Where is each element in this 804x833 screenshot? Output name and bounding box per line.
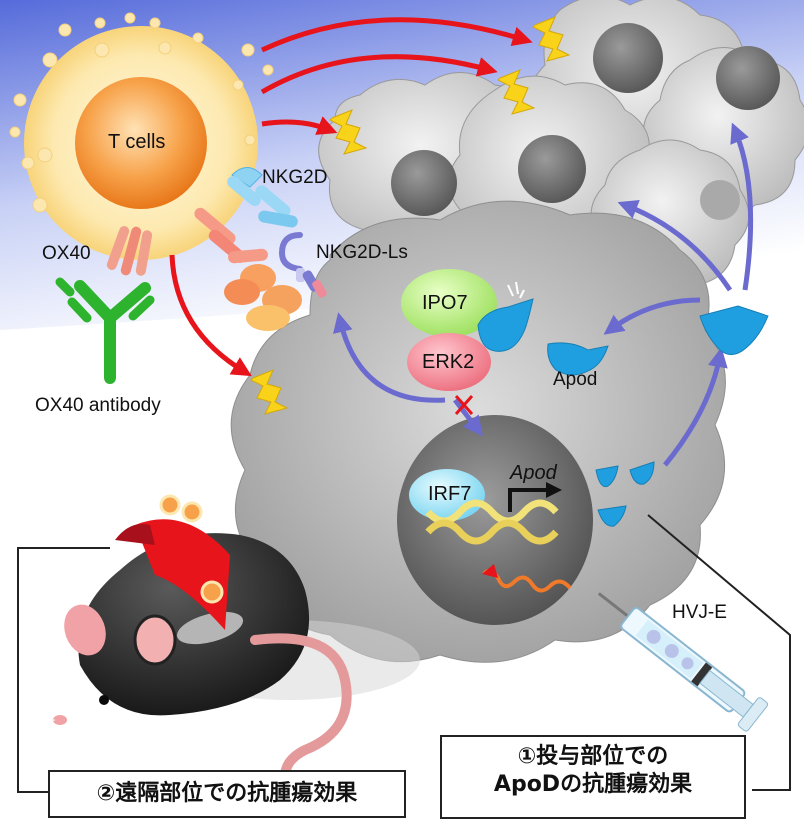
apod-protein-small (629, 461, 655, 485)
gene-arrowhead (546, 482, 562, 498)
apod-to-cell-arrow (617, 199, 733, 292)
signal-arrowhead (482, 564, 498, 578)
mouse (27, 519, 352, 800)
dna-helix (425, 499, 559, 545)
lightning-bolts (250, 16, 571, 415)
lightning-icon (497, 69, 536, 115)
block-x-icon (454, 395, 474, 415)
attack-arrow-1 (260, 17, 533, 53)
t-cell (9, 12, 274, 260)
hvj-e-label: HVJ-E (672, 602, 727, 623)
lightning-icon (250, 369, 289, 415)
mouse-t-cells (159, 494, 224, 604)
ipo7-protein (401, 269, 497, 337)
ipo7-label: IPO7 (422, 292, 468, 314)
apod-bound-shape (477, 298, 534, 352)
ligand-complex (224, 264, 302, 331)
apod-protein-small (597, 505, 627, 527)
nkg2d-label: NKG2D (262, 167, 328, 188)
injection-site-caption-line1: ①投与部位での (517, 744, 669, 769)
apod-protein-small (595, 465, 619, 488)
apod-to-cell-arrow-2 (730, 122, 754, 291)
lightning-icon (329, 109, 368, 155)
nkg2d-ligand (278, 232, 327, 298)
ox40-antibody-label: OX40 antibody (35, 395, 161, 416)
hvj-e-syringe (597, 592, 769, 732)
t-cells-label: T cells (108, 131, 166, 153)
apod-proteins (547, 305, 769, 527)
ox40-receptor (106, 226, 153, 276)
caption-connector-lines (17, 514, 791, 793)
gene-promoter-arrow (508, 488, 548, 512)
ox40-antibody (55, 277, 155, 384)
ox40-label: OX40 (42, 243, 91, 264)
nkg2d-ligands-label: NKG2D-Ls (316, 242, 408, 263)
attack-arrow-3 (261, 116, 338, 135)
erk2-to-nucleus-arrow (453, 398, 483, 437)
attack-arrows (169, 17, 533, 377)
attack-arrow-2 (260, 54, 498, 95)
injection-site-caption: ①投与部位での ApoDの抗腫瘍効果 (440, 735, 746, 819)
irf7-label: IRF7 (428, 483, 472, 505)
apod-protein (547, 342, 609, 376)
apod-gene-label: Apod (510, 462, 557, 484)
attack-arrow-4 (169, 254, 252, 377)
apod-protein-label: Apod (553, 369, 598, 390)
nkg2d-receptor (227, 167, 298, 228)
erk2-protein (407, 333, 491, 391)
erk2-label: ERK2 (422, 351, 475, 373)
apod-secretion-arrow (663, 347, 728, 467)
apod-protein-large (699, 305, 769, 355)
distant-site-caption: ②遠隔部位での抗腫瘍効果 (48, 770, 406, 818)
nucleus (397, 415, 593, 625)
binding-spark-icon (507, 281, 525, 299)
injection-site-caption-line2: ApoDの抗腫瘍効果 (493, 771, 693, 797)
receptor-pair (194, 207, 268, 264)
apod-to-cell-arrow-3 (603, 297, 701, 335)
apod-arrows (333, 122, 754, 467)
lightning-icon (532, 16, 571, 62)
apod-arrow-to-membrane (333, 312, 446, 403)
